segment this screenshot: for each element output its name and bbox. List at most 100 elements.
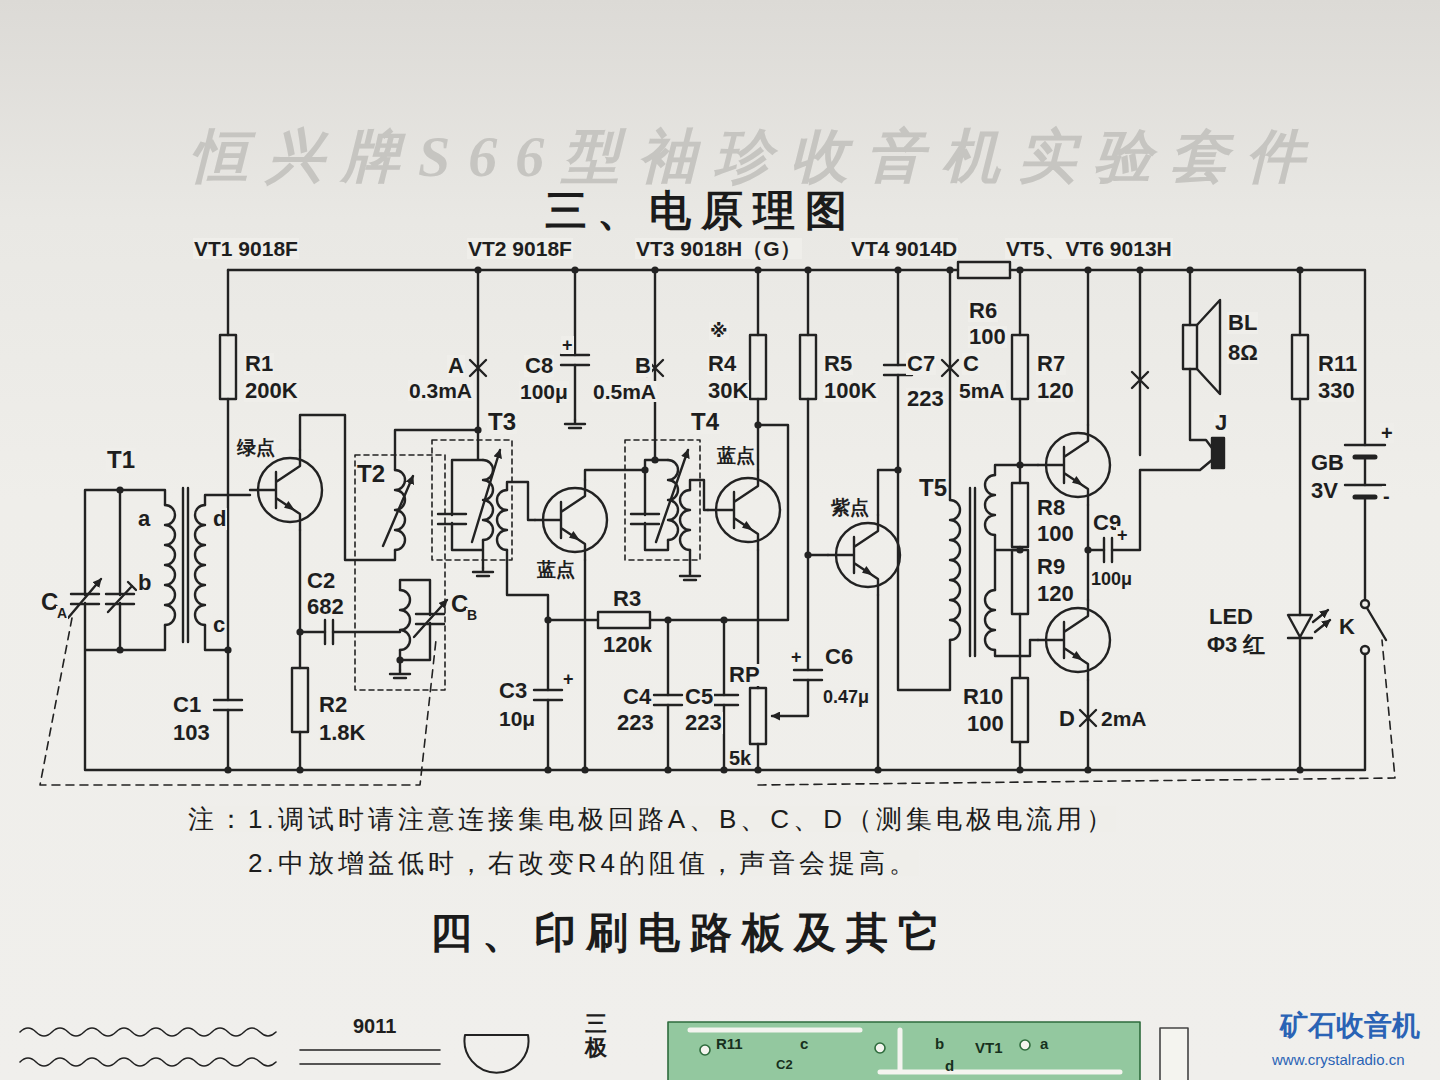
capacitor-symbol (438, 514, 466, 524)
component-label: T5 (918, 476, 948, 500)
pcb-label: VT1 (975, 1040, 1003, 1055)
component-label: D (1058, 708, 1076, 730)
component-label: 5mA (958, 380, 1006, 401)
component-label: 0.3mA (408, 380, 473, 401)
component-label: 0.5mA (592, 381, 657, 402)
tuning-arrow (108, 582, 136, 612)
component-label: 120 (1036, 583, 1075, 605)
junction-dot (754, 266, 761, 273)
component-label: + (790, 648, 803, 666)
meter-break-mark (942, 360, 958, 376)
component-label: B (634, 355, 652, 377)
speaker-symbol (1183, 325, 1197, 369)
coil-symbol (400, 590, 410, 650)
capacitor-symbol (710, 695, 738, 705)
capacitor-symbol (214, 700, 242, 710)
component-label: R9 (1036, 556, 1066, 578)
junction-dot (894, 266, 901, 273)
component-label: VT2 9018F (467, 238, 573, 259)
component-label: 120 (1036, 380, 1075, 402)
component-label: R5 (823, 353, 853, 375)
component-label: 223 (616, 712, 655, 734)
junction-dot (664, 616, 671, 623)
diagram-title: 三、电原理图 (545, 190, 857, 232)
wire (995, 465, 1038, 656)
led-symbol (1288, 610, 1330, 638)
component-label: C5 (684, 686, 714, 708)
component-label: VT4 9014D (850, 238, 958, 259)
pcb-board (700, 1045, 710, 1055)
transistor-symbol (535, 480, 607, 560)
junction-dot (116, 486, 123, 493)
ground-symbol (680, 572, 700, 580)
transistor-symbol (1038, 600, 1110, 680)
component-label: 3V (1310, 480, 1339, 502)
junction-dot (754, 766, 761, 773)
decorative-wave (300, 1050, 440, 1064)
component-label: A (56, 606, 68, 620)
capacitor-symbol (71, 355, 1112, 710)
component-label: C7 (906, 353, 936, 375)
battery-symbol (1345, 445, 1385, 485)
resistor-symbol (1012, 550, 1028, 614)
junction-dot (544, 616, 551, 623)
switch-symbol (1367, 608, 1386, 640)
coil-symbol (680, 490, 690, 550)
component-label: 0.47μ (822, 688, 870, 706)
capacitor-symbol (654, 695, 682, 705)
component-label: R10 (962, 686, 1004, 708)
led-symbol (1315, 620, 1330, 632)
note-text: 注：1.调试时请注意连接集电极回路A、B、C、D（测集电极电流用） (188, 806, 1116, 832)
resistor-symbol (1292, 335, 1308, 399)
component-label: 100 (1036, 523, 1075, 545)
meter-break-mark (1132, 372, 1148, 388)
component-label: R6 (968, 300, 998, 322)
junction-dot (946, 266, 953, 273)
junction-dot (581, 766, 588, 773)
junction-dot (1084, 266, 1091, 273)
capacitor-symbol (1104, 538, 1112, 562)
watermark-url: www.crystalradio.cn (1272, 1052, 1405, 1067)
transistor-symbol (828, 515, 900, 595)
component-label: 10μ (498, 708, 536, 729)
junction-dot (1084, 546, 1091, 553)
component-label: T2 (356, 462, 386, 486)
resistor-symbol (800, 335, 816, 399)
junction-dot (116, 646, 123, 653)
led-symbol (1288, 615, 1312, 638)
component-label: LED (1208, 606, 1254, 628)
component-label: R1 (244, 353, 274, 375)
component-label: 30K (707, 380, 749, 402)
component-label: B (466, 608, 478, 622)
junction-dot (571, 266, 578, 273)
led-symbol (1313, 610, 1328, 622)
component-label: ※ (709, 322, 729, 340)
component-label: 紫点 (830, 498, 870, 517)
shield-box (432, 440, 512, 560)
component-label: T1 (106, 448, 136, 472)
gang-link (758, 640, 1395, 785)
component-label: 蓝点 (536, 560, 576, 579)
resistor-symbol (750, 688, 766, 744)
component-label: VT3 9018H（G） (635, 238, 802, 259)
shield-box (355, 440, 700, 690)
component-label: R7 (1036, 353, 1066, 375)
tuning-arrow (68, 450, 688, 637)
wire (85, 270, 1365, 770)
component-label: T4 (690, 410, 720, 434)
wire (205, 270, 250, 770)
component-label: R11 (1317, 353, 1358, 375)
resistor-symbol (1012, 483, 1028, 547)
component-label: 100K (823, 380, 878, 402)
capacitor-symbol (561, 355, 589, 365)
coil-symbol (985, 590, 995, 650)
coil-symbol (183, 488, 975, 656)
junction-dot (396, 656, 403, 663)
junction-dot (1296, 766, 1303, 773)
pcb-label: c (800, 1036, 808, 1051)
component-label: - (1382, 486, 1391, 506)
junction-dot (296, 766, 303, 773)
coil-symbol (668, 460, 678, 540)
capacitor-symbol (325, 620, 333, 644)
